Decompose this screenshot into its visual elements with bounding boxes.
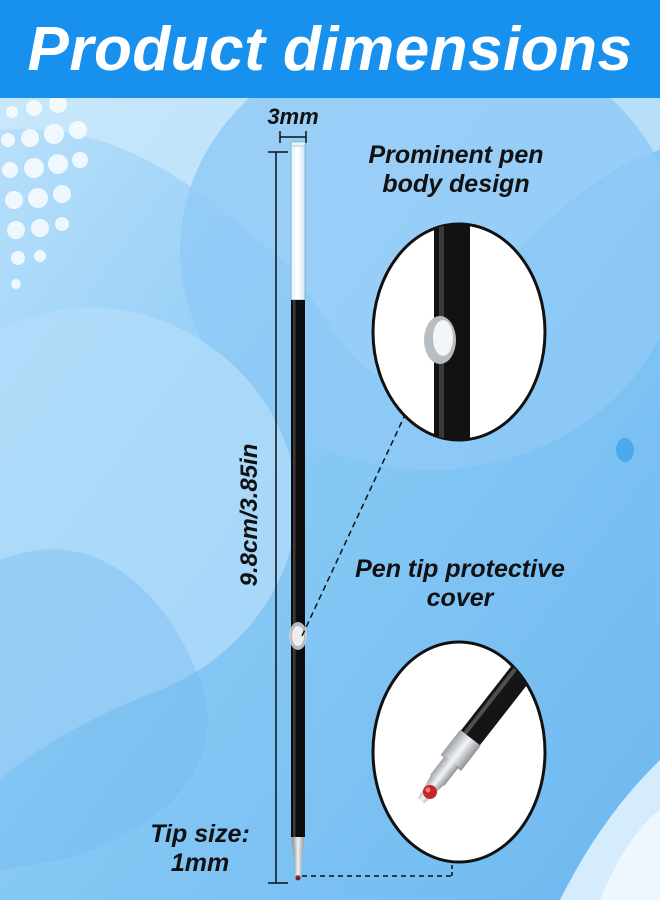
tip-size-label: Tip size: 1mm [150,820,250,877]
page-title: Product dimensions [27,14,633,84]
pen-refill [289,141,307,881]
length-dimension-marker [268,151,288,884]
length-label: 9.8cm/3.85in [236,443,263,587]
zoom-connector-body [301,416,405,637]
zoom-circle-body-design [371,222,547,442]
width-label: 3mm [267,104,319,129]
zoom-circle-tip-cover [371,640,547,864]
body-design-label: Prominent pen body design [368,141,544,198]
tip-cover-label: Pen tip protective cover [355,555,565,612]
header-banner: Product dimensions [0,0,660,98]
width-dimension-marker [279,131,307,143]
